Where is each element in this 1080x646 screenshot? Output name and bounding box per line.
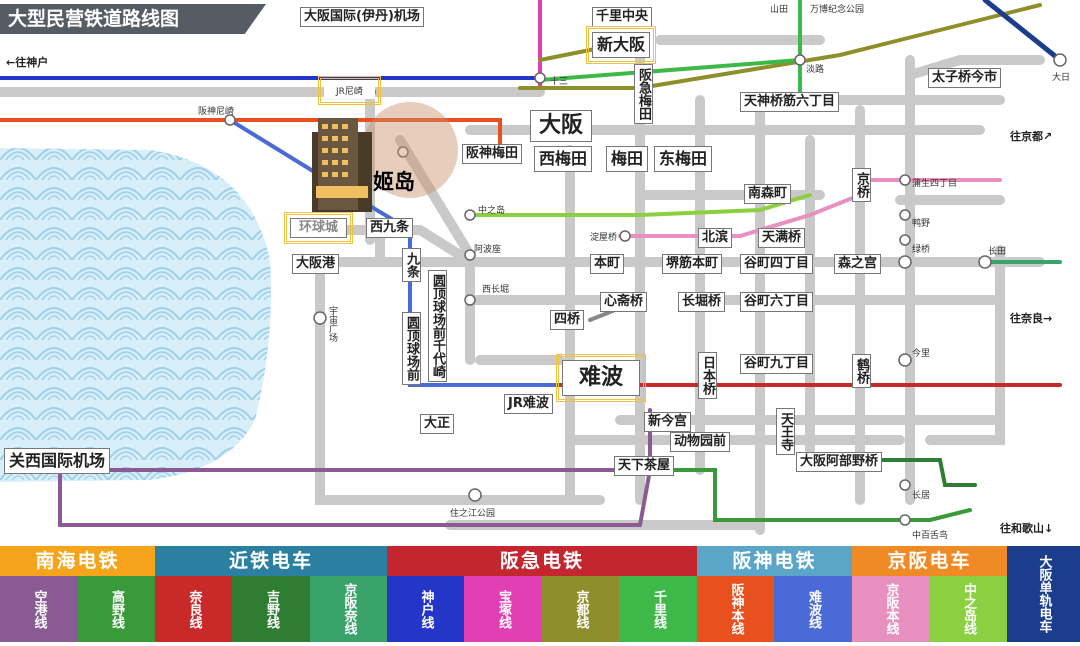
legend-line-keihan-main: 京阪本线 bbox=[852, 576, 929, 642]
station-nishi-umeda[interactable]: 西梅田 bbox=[534, 146, 593, 172]
direction-kyoto: 往京都↗ bbox=[1010, 130, 1053, 143]
legend-line-nakanoshima: 中之岛线 bbox=[929, 576, 1007, 642]
station-osaka[interactable]: 大阪 bbox=[530, 110, 593, 142]
station-higobashi[interactable]: 淀屋桥 bbox=[590, 233, 618, 243]
legend-line-senri: 千里线 bbox=[619, 576, 697, 642]
station-dainichi[interactable]: 大日 bbox=[1052, 73, 1071, 83]
legend-line-takarazuka: 宝塚线 bbox=[464, 576, 542, 642]
legend-line-kuko: 空港线 bbox=[0, 576, 77, 642]
station-abeno[interactable]: 大阪阿部野桥 bbox=[796, 452, 883, 472]
station-itami[interactable]: 大阪国际(伊丹)机场 bbox=[300, 7, 424, 27]
station-hankyu-umeda[interactable]: 阪急梅田 bbox=[634, 64, 653, 124]
legend-line-hanshin-main: 阪神本线 bbox=[697, 576, 774, 642]
station-universal[interactable]: 环球城 bbox=[283, 212, 354, 244]
station-banpaku[interactable]: 万博纪念公园 bbox=[810, 5, 865, 15]
legend-line-namba: 难波线 bbox=[774, 576, 852, 642]
legend-line-keihanna: 京阪奈线 bbox=[310, 576, 387, 642]
station-tsuruhashi[interactable]: 鹤桥 bbox=[852, 354, 871, 388]
station-kyobashi[interactable]: 京桥 bbox=[852, 168, 871, 202]
station-shin-osaka[interactable]: 新大阪 bbox=[585, 26, 657, 64]
station-higashi-umeda[interactable]: 东梅田 bbox=[654, 146, 713, 172]
station-jr-amagasaki[interactable]: JR尼崎 bbox=[318, 76, 381, 105]
station-minami-morimachi[interactable]: 南森町 bbox=[744, 184, 792, 204]
direction-wakayama: 往和歌山↓ bbox=[1000, 522, 1054, 535]
station-nagahoribashi[interactable]: 长堀桥 bbox=[678, 292, 726, 312]
legend-line-yoshino: 吉野线 bbox=[232, 576, 310, 642]
station-tanimachi6[interactable]: 谷町六丁目 bbox=[740, 292, 814, 312]
station-nishinagahori[interactable]: 西长堀 bbox=[482, 285, 510, 295]
legend-group-monorail: 大阪单轨电车 bbox=[1007, 546, 1080, 642]
legend-group-nankai: 南海电铁 bbox=[0, 546, 155, 576]
station-hanshin-umeda[interactable]: 阪神梅田 bbox=[462, 144, 523, 164]
legend-group-hanshin: 阪神电铁 bbox=[697, 546, 852, 576]
station-dobutsuen[interactable]: 动物园前 bbox=[670, 432, 731, 452]
direction-kobe: ←往神户 bbox=[6, 56, 49, 69]
station-namba[interactable]: 难波 bbox=[555, 354, 647, 402]
station-morinomiya[interactable]: 森之宫 bbox=[834, 254, 882, 274]
hotel-label: 姬岛 bbox=[373, 170, 415, 194]
station-tengachaya[interactable]: 天下茶屋 bbox=[614, 456, 675, 476]
station-sakaisuji-hommachi[interactable]: 堺筋本町 bbox=[662, 254, 723, 274]
station-dome-mae[interactable]: 圆顶球场前 bbox=[402, 312, 421, 385]
legend-group-kintetsu: 近铁电车 bbox=[155, 546, 387, 576]
station-hanshin-amagasaki[interactable]: 阪神尼崎 bbox=[198, 107, 235, 117]
line-legend: 南海电铁 近铁电车 阪急电铁 阪神电铁 京阪电车 大阪单轨电车 空港线 高野线 … bbox=[0, 546, 1080, 642]
station-suminoe[interactable]: 住之江公园 bbox=[450, 509, 496, 519]
station-awaza[interactable]: 阿波座 bbox=[474, 245, 502, 255]
station-nishikujo[interactable]: 西九条 bbox=[366, 218, 414, 238]
legend-line-kobe: 神户线 bbox=[387, 576, 464, 642]
station-dome-chiyozaki[interactable]: 圆顶球场前千代崎 bbox=[428, 270, 447, 382]
direction-nara: 往奈良→ bbox=[1010, 312, 1053, 325]
station-kujo[interactable]: 九条 bbox=[402, 248, 421, 282]
station-nagata[interactable]: 长田 bbox=[988, 247, 1007, 257]
legend-group-keihan: 京阪电车 bbox=[852, 546, 1007, 576]
station-yotsubashi[interactable]: 四桥 bbox=[550, 310, 585, 330]
station-yamada[interactable]: 山田 bbox=[770, 5, 789, 15]
sea-area bbox=[0, 148, 271, 482]
station-tennoji[interactable]: 天王寺 bbox=[776, 408, 795, 455]
station-shin-imamiya[interactable]: 新今宫 bbox=[644, 412, 692, 432]
station-midoribashi[interactable]: 绿桥 bbox=[912, 245, 931, 255]
station-umeda[interactable]: 梅田 bbox=[606, 146, 649, 172]
legend-group-hankyu: 阪急电铁 bbox=[387, 546, 697, 576]
legend-line-kyoto: 京都线 bbox=[542, 576, 619, 642]
station-shinsaibashi[interactable]: 心斋桥 bbox=[600, 292, 648, 312]
station-kix[interactable]: 关西国际机场 bbox=[4, 448, 111, 474]
station-osakako[interactable]: 大阪港 bbox=[292, 254, 340, 274]
station-shigino[interactable]: 鸭野 bbox=[912, 219, 931, 229]
legend-line-koya: 高野线 bbox=[77, 576, 155, 642]
station-nagai[interactable]: 长居 bbox=[912, 491, 931, 501]
station-tenjinbashi[interactable]: 天神桥筋六丁目 bbox=[740, 92, 840, 112]
station-imazato[interactable]: 今里 bbox=[912, 349, 931, 359]
station-hommachi[interactable]: 本町 bbox=[590, 254, 625, 274]
station-nakamozu[interactable]: 中百舌鸟 bbox=[912, 531, 949, 541]
station-juso[interactable]: 十三 bbox=[550, 77, 569, 87]
station-taishibashi[interactable]: 太子桥今市 bbox=[928, 68, 1002, 88]
station-cosmosquare[interactable]: 宇宙广场 bbox=[327, 306, 337, 342]
station-taisho[interactable]: 大正 bbox=[420, 414, 455, 434]
station-kitahama[interactable]: 北滨 bbox=[698, 228, 733, 248]
station-nakanoshima[interactable]: 中之岛 bbox=[478, 206, 506, 216]
hotel-building-icon bbox=[312, 118, 372, 212]
legend-line-nara: 奈良线 bbox=[155, 576, 232, 642]
station-senri-chuo[interactable]: 千里中央 bbox=[592, 7, 653, 27]
station-nipponbashi[interactable]: 日本桥 bbox=[698, 352, 717, 399]
station-tanimachi4[interactable]: 谷町四丁目 bbox=[740, 254, 814, 274]
station-temmabashi[interactable]: 天满桥 bbox=[758, 228, 806, 248]
map-title: 大型民营铁道路线图 bbox=[0, 4, 266, 34]
station-gamo[interactable]: 蒲生四丁目 bbox=[912, 179, 958, 189]
station-jr-namba[interactable]: JR难波 bbox=[504, 394, 553, 414]
station-tanimachi9[interactable]: 谷町九丁目 bbox=[740, 354, 814, 374]
station-awaji[interactable]: 淡路 bbox=[806, 65, 825, 75]
